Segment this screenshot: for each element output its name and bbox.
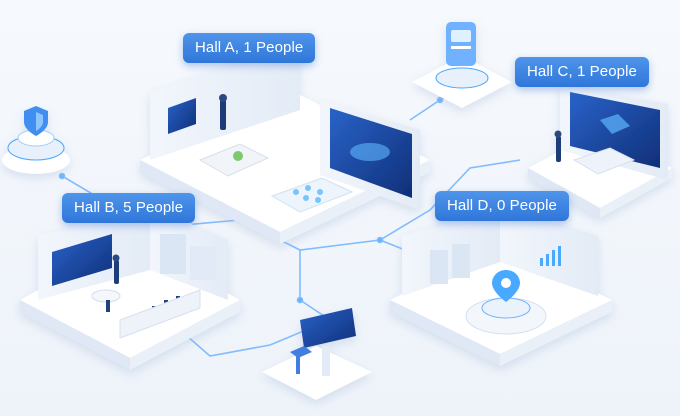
kiosk-screen: [300, 308, 356, 348]
bar-chart-icon: [540, 246, 561, 266]
hall-d-label[interactable]: Hall D, 0 People: [435, 191, 569, 221]
hall-d-room[interactable]: [390, 206, 612, 366]
security-pedestal: [2, 106, 70, 174]
card-terminal-icon: [446, 22, 476, 66]
hall-b-room[interactable]: [20, 206, 240, 370]
hall-b-screen: [52, 234, 112, 286]
location-pin-icon: [492, 270, 520, 302]
kiosk-station: [262, 308, 372, 400]
hall-b-label[interactable]: Hall B, 5 People: [62, 193, 196, 223]
hall-a-label[interactable]: Hall A, 1 People: [183, 33, 316, 63]
hall-a-room[interactable]: [140, 40, 430, 244]
shield-icon: [24, 106, 48, 136]
hall-c-label[interactable]: Hall C, 1 People: [515, 57, 649, 87]
card-terminal-pedestal: [412, 22, 512, 108]
hall-c-room[interactable]: [528, 84, 672, 218]
